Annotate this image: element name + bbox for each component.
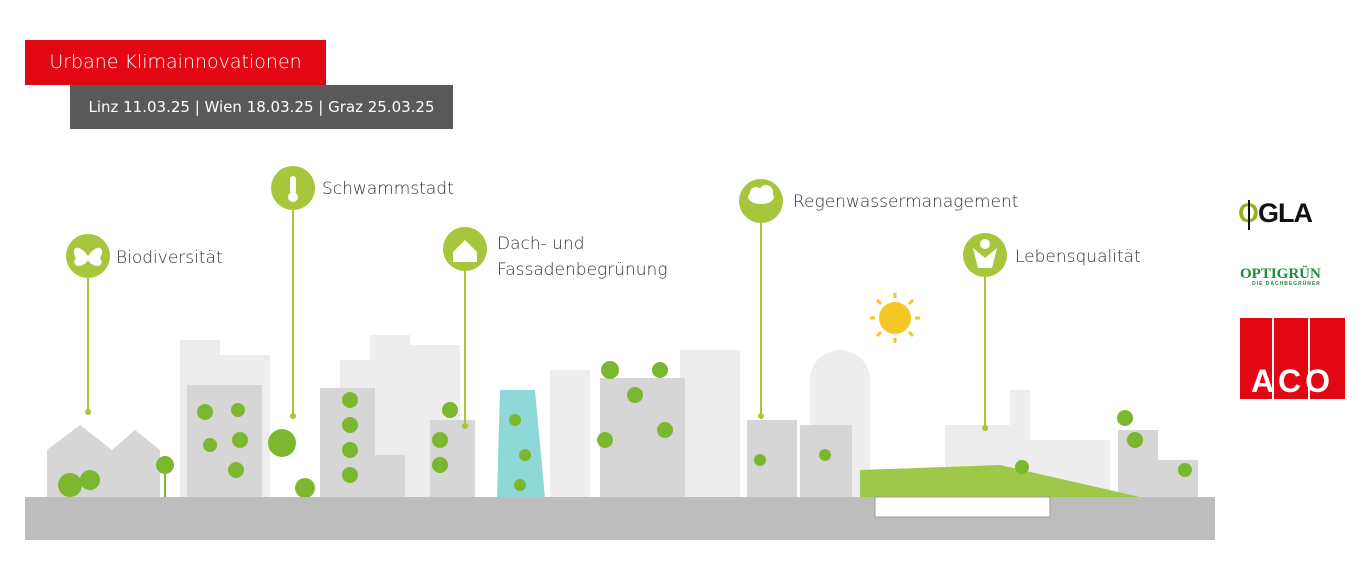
event-title: Urbane Klimainnovationen bbox=[25, 40, 326, 85]
green-roof-slope bbox=[860, 465, 1140, 497]
topic-label-line2: Fassadenbegrünung bbox=[497, 260, 668, 280]
aco-logo: ACO bbox=[1240, 318, 1345, 399]
aco-wordmark: ACO bbox=[1250, 363, 1335, 399]
topic-label-dachbegruenung: Dach- und Fassadenbegrünung bbox=[497, 231, 668, 283]
topic-label-schwammstadt: Schwammstadt bbox=[322, 179, 454, 199]
sun-icon bbox=[870, 293, 920, 343]
topic-label-line1: Dach- und bbox=[497, 234, 585, 254]
greenery bbox=[58, 361, 1192, 498]
optigruen-wordmark: OPTIGRÜN bbox=[1240, 266, 1321, 282]
optigruen-tagline: DIE DACHBEGRÜNER bbox=[1252, 281, 1321, 287]
underground-garage bbox=[874, 496, 1051, 518]
ogla-logo-stroke bbox=[1248, 200, 1250, 230]
glass-tower bbox=[497, 390, 545, 498]
topic-label-biodiversitaet: Biodiversität bbox=[116, 248, 223, 268]
topic-pin-lines bbox=[87, 208, 986, 428]
ogla-logo: OGLA bbox=[1238, 198, 1313, 230]
event-dates: Linz 11.03.25 | Wien 18.03.25 | Graz 25.… bbox=[70, 85, 453, 129]
optigruen-logo: OPTIGRÜN DIE DACHBEGRÜNER bbox=[1240, 266, 1321, 287]
happy-person-icon bbox=[963, 233, 1007, 277]
topic-label-regenwasser: Regenwassermanagement bbox=[793, 192, 1019, 212]
topic-label-lebensqualitaet: Lebensqualität bbox=[1015, 247, 1141, 267]
